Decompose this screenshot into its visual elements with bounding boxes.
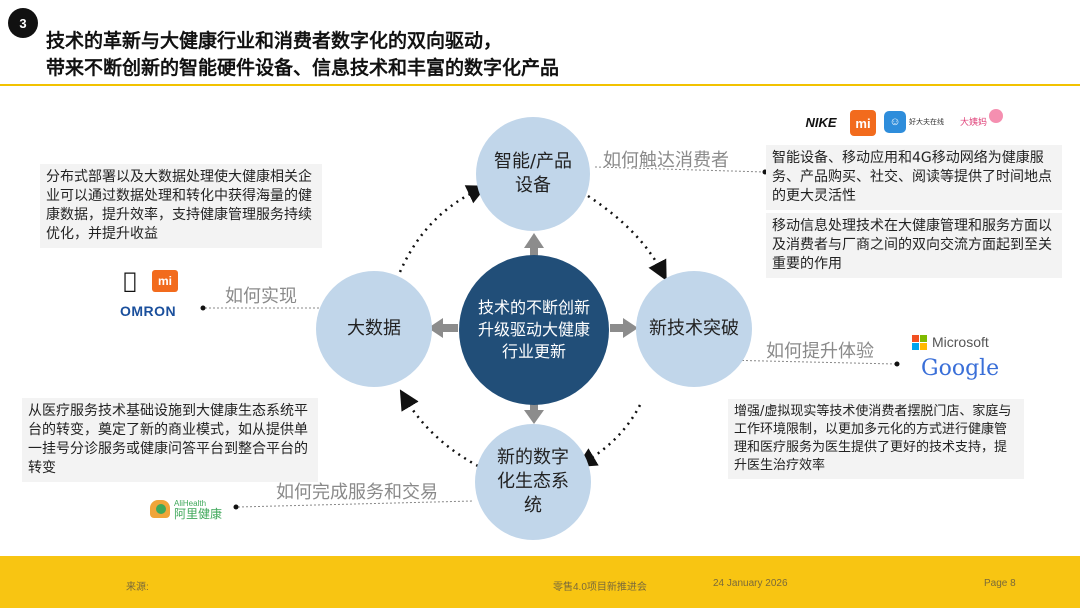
node-new-tech: 新技术突破 [636, 271, 752, 387]
box-ecosystem-desc: 从医疗服务技术基础设施到大健康生态系统平台的转变，奠定了新的商业模式，如从提供单… [22, 398, 318, 482]
xiaomi-logo: mi [850, 110, 876, 136]
footer-source: 来源: [126, 582, 149, 593]
alihealth-logo-en: AliHealth [174, 499, 207, 508]
node-new-tech-label: 新技术突破 [649, 318, 739, 339]
google-logo-text: Google [921, 356, 1000, 381]
haodaifu-logo: ☺ 好大夫在线 [884, 110, 944, 134]
arrow-right [610, 318, 638, 338]
alihealth-logo: AliHealth 阿里健康 [150, 496, 222, 522]
dayima-icon [989, 109, 1004, 123]
question-left: 如何实现 [225, 286, 297, 307]
slide-number-badge: 3 [8, 8, 38, 38]
arrow-left [428, 318, 458, 338]
alihealth-icon [150, 500, 170, 518]
footer-meeting: 零售4.0项目新推进会 [553, 582, 647, 593]
slide-title: 技术的革新与大健康行业和消费者数字化的双向驱动， 带来不断创新的智能硬件设备、信… [46, 28, 559, 82]
node-digital-ecosystem-label: 新的数字化生态系统 [497, 447, 569, 516]
ring-arc-top-left [398, 185, 488, 273]
dayima-logo: 大姨妈 [960, 108, 1004, 134]
haodaifu-logo-text: 好大夫在线 [909, 119, 944, 126]
box-mobile-info-desc: 移动信息处理技术在大健康管理和服务方面以及消费者与厂商之间的双向交流方面起到至关… [766, 213, 1062, 278]
microsoft-icon [912, 334, 927, 350]
xiaomi-logo-text: mi [855, 115, 871, 131]
question-bottom: 如何完成服务和交易 [276, 482, 438, 503]
alihealth-logo-cn: 阿里健康 [174, 507, 223, 521]
footer-page: Page 8 [984, 578, 1016, 589]
nike-logo-text: NIKE [805, 114, 837, 130]
ring-arc-bottom-left [399, 389, 479, 468]
xiaomi-text-logo-label: mi [157, 274, 172, 288]
title-divider [0, 84, 1080, 86]
arrow-down [524, 400, 544, 424]
footer-date: 24 January 2026 [713, 578, 788, 589]
question-top: 如何触达消费者 [603, 150, 729, 171]
center-driver-label: 技术的不断创新升级驱动大健康行业更新 [477, 298, 590, 361]
ring-arc-top-right [587, 194, 667, 281]
dayima-logo-text: 大姨妈 [960, 116, 988, 127]
box-smart-devices-desc: 智能设备、移动应用和4G移动网络为健康服务、产品购买、社交、阅读等提供了时间地点… [766, 145, 1062, 210]
ring-arc-bottom-right [576, 404, 642, 468]
node-smart-devices-label: 智能/产品设备 [493, 151, 573, 196]
omron-logo: OMRON [120, 303, 176, 319]
title-line-2: 带来不断创新的智能硬件设备、信息技术和丰富的数字化产品 [46, 57, 560, 79]
haodaifu-icon: ☺ [884, 111, 906, 133]
google-logo: Google [921, 356, 999, 381]
center-driver-circle: 技术的不断创新升级驱动大健康行业更新 [459, 255, 609, 405]
apple-icon:  [118, 268, 142, 294]
footer-bar: 来源: 零售4.0项目新推进会 24 January 2026 Page 8 [0, 556, 1080, 608]
nike-logo: NIKE [800, 112, 842, 132]
microsoft-logo: Microsoft [912, 333, 989, 351]
box-big-data-desc: 分布式部署以及大数据处理使大健康相关企业可以通过数据处理和转化中获得海量的健康数… [40, 164, 322, 248]
microsoft-logo-text: Microsoft [932, 334, 989, 350]
question-right: 如何提升体验 [766, 341, 874, 362]
arrow-up [524, 233, 544, 258]
xiaomi-text-logo: mi [152, 270, 178, 292]
omron-logo-text: OMRON [120, 303, 177, 319]
title-line-1: 技术的革新与大健康行业和消费者数字化的双向驱动， [46, 30, 503, 52]
node-digital-ecosystem: 新的数字化生态系统 [475, 424, 591, 540]
node-big-data-label: 大数据 [347, 318, 401, 339]
node-smart-devices: 智能/产品设备 [476, 117, 590, 231]
node-big-data: 大数据 [316, 271, 432, 387]
box-ar-vr-desc: 增强/虚拟现实等技术使消费者摆脱门店、家庭与工作环境限制，以更加多元化的方式进行… [728, 399, 1024, 479]
